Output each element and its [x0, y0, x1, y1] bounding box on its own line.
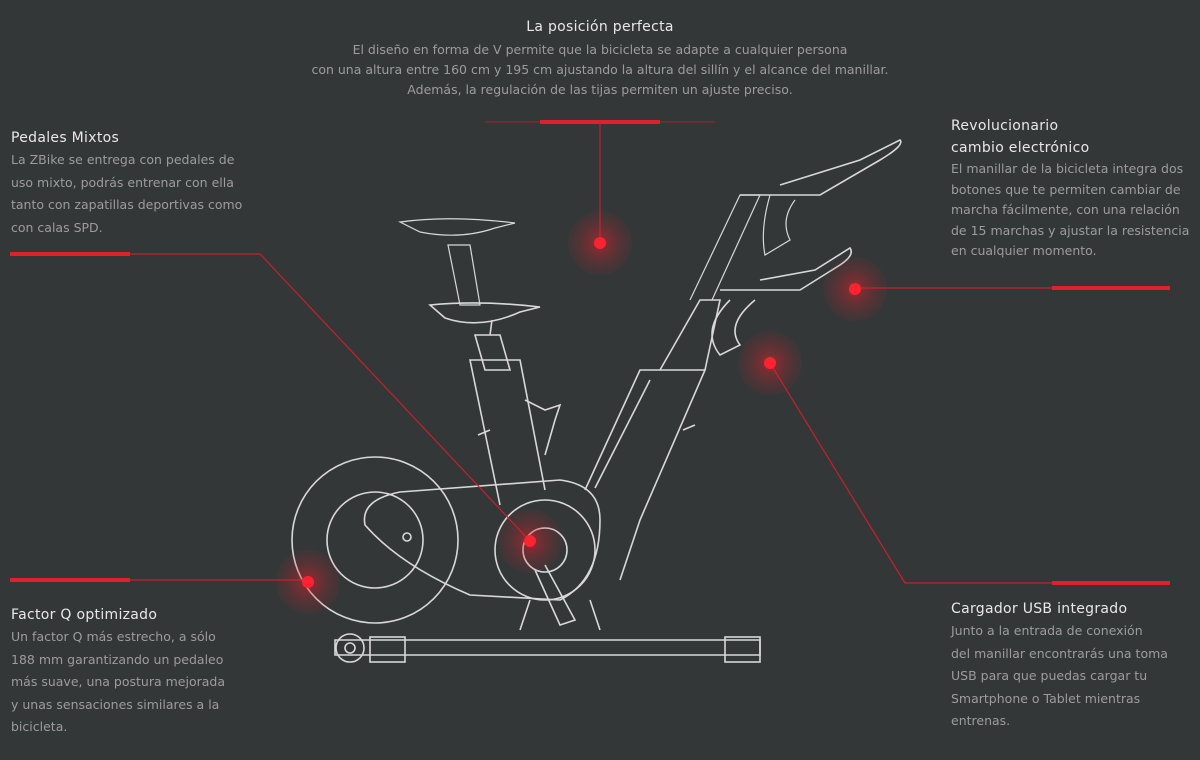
feature-text: de 15 marchas y ajustar la resistencia	[951, 222, 1190, 238]
feature-text: marcha fácilmente, con una relación	[951, 202, 1180, 217]
feature-top: La posición perfecta El diseño en forma …	[250, 16, 950, 100]
feature-text: del manillar encontrarás una toma	[951, 645, 1168, 661]
feature-text: bicicleta.	[11, 719, 68, 734]
feature-title: Revolucionario	[951, 118, 1059, 134]
feature-text: Un factor Q más estrecho, a sólo	[11, 629, 216, 644]
feature-pedales: Pedales Mixtos La ZBike se entrega con p…	[11, 127, 271, 239]
feature-text: y unas sensaciones similares a la	[11, 696, 220, 712]
feature-text: uso mixto, podrás entrenar con ella	[11, 174, 234, 190]
feature-text: entrenas.	[951, 713, 1011, 728]
feature-title: cambio electrónico	[951, 140, 1090, 156]
callout-lines	[10, 120, 1170, 585]
feature-title: Cargador USB integrado	[951, 601, 1128, 617]
feature-text: con una altura entre 160 cm y 195 cm aju…	[311, 62, 889, 77]
feature-text: La ZBike se entrega con pedales de	[11, 152, 235, 167]
feature-text: con calas SPD.	[11, 219, 103, 235]
feature-cambio: Revolucionario cambio electrónico El man…	[951, 115, 1200, 262]
feature-text: USB para que puedas cargar tu	[951, 668, 1148, 683]
feature-text: más suave, una postura mejorada	[11, 674, 226, 689]
feature-text: Además, la regulación de las tijas permi…	[407, 82, 793, 97]
feature-text: Smartphone o Tablet mientras	[951, 690, 1141, 706]
feature-factorq: Factor Q optimizado Un factor Q más estr…	[11, 604, 271, 739]
feature-title: La posición perfecta	[526, 19, 674, 35]
feature-text: El diseño en forma de V permite que la b…	[352, 42, 848, 57]
feature-title: Factor Q optimizado	[11, 607, 158, 623]
feature-text: botones que te permiten cambiar de	[951, 181, 1181, 197]
feature-text: en cualquier momento.	[951, 243, 1097, 258]
feature-text: tanto con zapatillas deportivas como	[11, 197, 243, 212]
feature-text: El manillar de la bicicleta integra dos	[951, 161, 1184, 176]
feature-text: Junto a la entrada de conexión	[951, 623, 1143, 638]
feature-usb: Cargador USB integrado Junto a la entrad…	[951, 598, 1200, 733]
hotspots	[276, 211, 887, 614]
feature-title: Pedales Mixtos	[11, 130, 120, 146]
feature-text: 188 mm garantizando un pedaleo	[11, 651, 224, 667]
